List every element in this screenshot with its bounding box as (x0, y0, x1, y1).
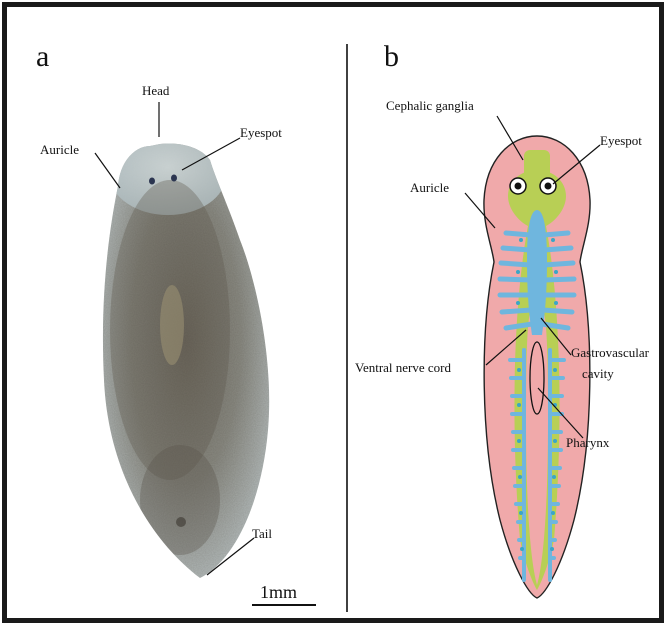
label-head: Head (142, 83, 170, 98)
gastrovascular-cavity-main (527, 210, 547, 335)
label-eyespot-b: Eyespot (600, 133, 642, 148)
label-gastrovascular-cavity: cavity (582, 366, 614, 381)
planarian-schematic (484, 136, 590, 598)
planarian-photo (103, 135, 269, 578)
label-tail: Tail (252, 526, 272, 541)
label-cephalic-ganglia: Cephalic ganglia (386, 98, 474, 113)
panel-a-letter: a (36, 40, 49, 73)
pharynx (530, 342, 544, 414)
label-auricle-a: Auricle (40, 142, 79, 157)
panel-b-letter: b (384, 40, 399, 73)
eyespot-right-icon (540, 178, 556, 194)
scale-bar-label: 1mm (260, 582, 297, 602)
label-pharynx: Pharynx (566, 435, 610, 450)
label-auricle-b: Auricle (410, 180, 449, 195)
eyespot-left-icon (149, 178, 155, 185)
label-ventral-nerve-cord: Ventral nerve cord (355, 360, 452, 375)
eyespot-right-icon (171, 175, 177, 182)
label-gastrovascular: Gastrovascular (571, 345, 650, 360)
eyespot-left-icon (510, 178, 526, 194)
label-eyespot-a: Eyespot (240, 125, 282, 140)
